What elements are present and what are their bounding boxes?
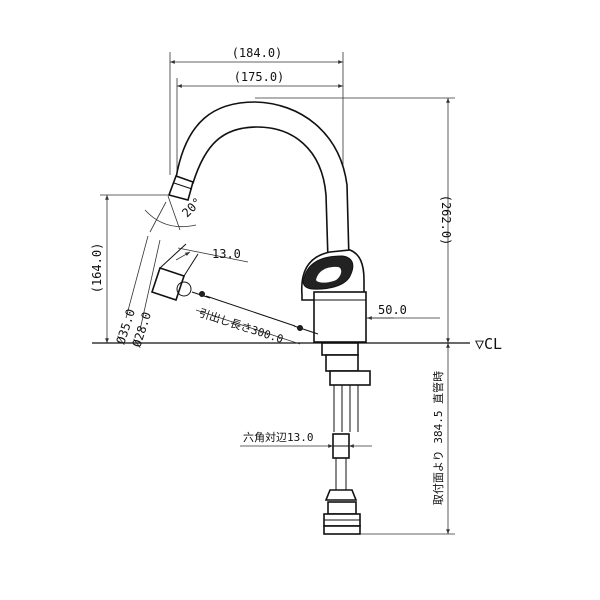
spout-angle: 20° [144, 195, 204, 233]
faucet-spout [167, 101, 350, 261]
spout-head-detail: 13.0 Ø35.0 Ø28.0 [114, 235, 249, 349]
dimension-spout-height: (164.0) [90, 194, 172, 343]
dim-label-175: (175.0) [234, 70, 285, 84]
pull-out-hose: 引出し長さ300.0 [176, 281, 319, 347]
center-line-label: ▽CL [475, 335, 502, 353]
dimension-base-offset: 50.0 [366, 303, 440, 320]
dim-label-184: (184.0) [232, 46, 283, 60]
dimension-hex-width: 六角対辺13.0 [240, 430, 372, 448]
below-mount-label: 取付面より 384.5 直管時 [431, 371, 445, 505]
supply-pipes [321, 342, 371, 535]
dimension-total-height: (262.0) [255, 97, 455, 343]
dim-label-13: 13.0 [212, 247, 241, 261]
hose-pull-label: 引出し長さ300.0 [197, 306, 285, 347]
dim-label-262: (262.0) [439, 195, 453, 246]
hex-width-label: 六角対辺13.0 [243, 430, 314, 444]
dim-label-164: (164.0) [90, 243, 104, 294]
dimension-top-inner: (175.0) [176, 70, 343, 182]
dimension-below-mount: 取付面より 384.5 直管時 [360, 343, 455, 535]
mounting-surface-line: ▽CL [92, 335, 502, 353]
faucet-body [301, 249, 367, 343]
dim-label-50: 50.0 [378, 303, 407, 317]
